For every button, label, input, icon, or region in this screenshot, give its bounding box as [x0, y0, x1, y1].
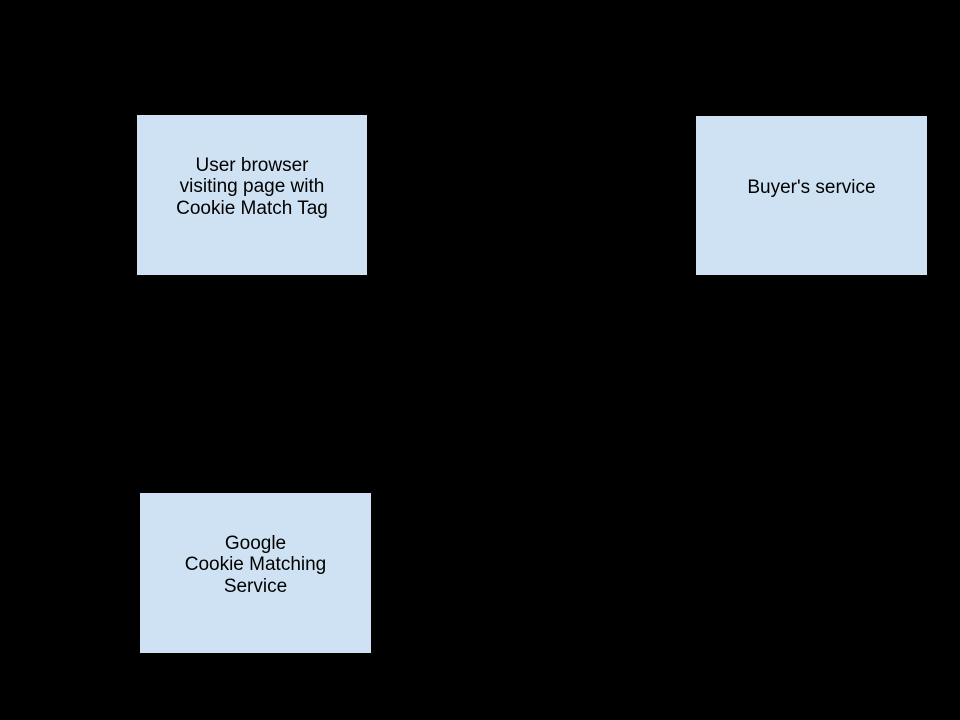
node-google-cookie-matching-service-label: Google Cookie Matching Service: [184, 532, 327, 597]
node-buyers-service-label: Buyer's service: [747, 176, 876, 198]
node-user-browser: User browser visiting page with Cookie M…: [136, 114, 368, 276]
node-buyers-service: Buyer's service: [695, 115, 928, 276]
node-user-browser-label: User browser visiting page with Cookie M…: [176, 154, 328, 219]
node-google-cookie-matching-service: Google Cookie Matching Service: [139, 492, 372, 654]
